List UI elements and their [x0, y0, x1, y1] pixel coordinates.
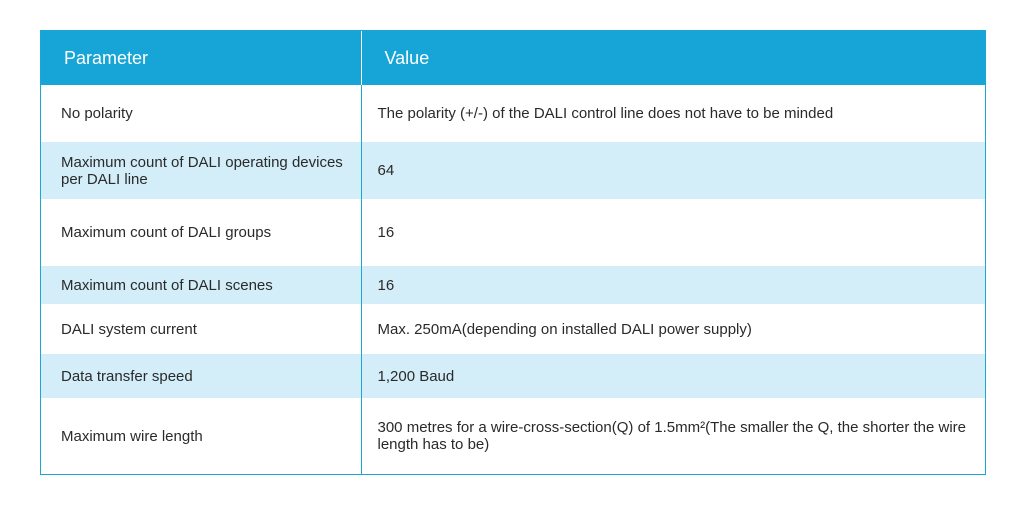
table: Parameter Value No polarity The polarity… — [41, 31, 985, 474]
parameter-cell: DALI system current — [41, 304, 362, 354]
table-header: Parameter Value — [41, 31, 985, 85]
value-cell: 300 metres for a wire-cross-section(Q) o… — [361, 398, 985, 474]
table-row: Data transfer speed 1,200 Baud — [41, 354, 985, 398]
value-cell: Max. 250mA(depending on installed DALI p… — [361, 304, 985, 354]
header-value: Value — [361, 31, 985, 85]
parameter-cell: Maximum wire length — [41, 398, 362, 474]
value-cell: 16 — [361, 266, 985, 304]
parameter-cell: Maximum count of DALI operating devices … — [41, 142, 362, 199]
parameter-cell: Data transfer speed — [41, 354, 362, 398]
parameter-table: Parameter Value No polarity The polarity… — [40, 30, 986, 475]
value-cell: The polarity (+/-) of the DALI control l… — [361, 85, 985, 142]
value-cell: 1,200 Baud — [361, 354, 985, 398]
table-row: Maximum wire length 300 metres for a wir… — [41, 398, 985, 474]
parameter-cell: Maximum count of DALI scenes — [41, 266, 362, 304]
value-cell: 16 — [361, 199, 985, 266]
table-row: Maximum count of DALI operating devices … — [41, 142, 985, 199]
header-parameter: Parameter — [41, 31, 362, 85]
table-row: DALI system current Max. 250mA(depending… — [41, 304, 985, 354]
table-body: No polarity The polarity (+/-) of the DA… — [41, 85, 985, 474]
table-row: Maximum count of DALI groups 16 — [41, 199, 985, 266]
value-cell: 64 — [361, 142, 985, 199]
parameter-cell: No polarity — [41, 85, 362, 142]
header-row: Parameter Value — [41, 31, 985, 85]
parameter-cell: Maximum count of DALI groups — [41, 199, 362, 266]
table-row: Maximum count of DALI scenes 16 — [41, 266, 985, 304]
table-row: No polarity The polarity (+/-) of the DA… — [41, 85, 985, 142]
